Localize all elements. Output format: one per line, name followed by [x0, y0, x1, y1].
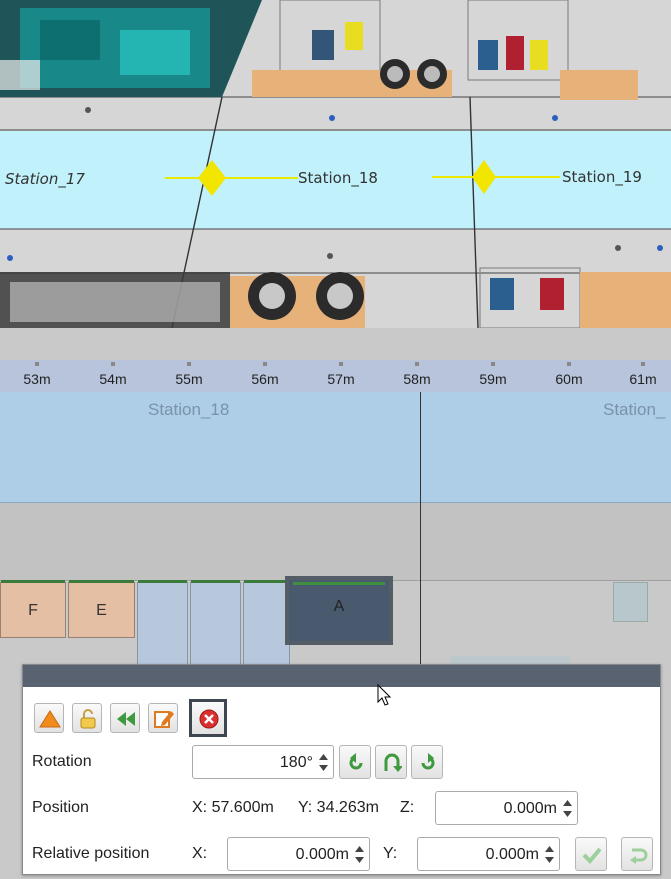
relative-x-input[interactable]: 0.000m	[227, 837, 370, 871]
station-label: Station_18	[148, 400, 230, 419]
position-guide-line	[420, 392, 421, 665]
station-area[interactable]: Station_18 Station_	[0, 392, 671, 503]
u-turn-icon	[384, 753, 402, 772]
relative-y-input[interactable]: 0.000m	[417, 837, 560, 871]
station-17-label: Station_17	[5, 170, 85, 188]
rotation-label: Rotation	[32, 753, 92, 770]
mouse-cursor-icon	[377, 684, 392, 706]
checkmark-icon	[582, 847, 602, 864]
lock-button[interactable]	[72, 703, 102, 733]
transform-dialog[interactable]: Rotation 180° Position X: 57.600m Y: 34.…	[22, 664, 661, 875]
distance-ruler: 53m 54m 55m 56m 57m 58m 59m 60m 61m	[0, 360, 671, 392]
apply-button[interactable]	[575, 837, 607, 871]
station-label: Station_	[603, 400, 666, 419]
unlock-icon	[80, 709, 96, 729]
slot-e[interactable]: E	[68, 580, 135, 638]
station-19-label: Station_19	[562, 168, 642, 186]
rewind-button[interactable]	[110, 703, 140, 733]
position-z-input[interactable]: 0.000m	[435, 791, 578, 825]
slot-a-selected[interactable]: A	[285, 576, 393, 645]
relative-x-label: X:	[192, 845, 208, 862]
spin-up-icon[interactable]	[355, 846, 364, 852]
position-z-label: Z:	[400, 799, 415, 816]
aisle-area	[0, 503, 671, 581]
floor-object	[613, 582, 648, 622]
slot-empty[interactable]	[137, 580, 188, 666]
undo-arrow-icon	[630, 848, 648, 864]
spin-down-icon[interactable]	[563, 811, 572, 817]
position-y-value: Y: 34.263m	[298, 799, 379, 816]
rotation-input[interactable]: 180°	[192, 745, 334, 779]
position-x-value: X: 57.600m	[192, 799, 274, 816]
spin-up-icon[interactable]	[563, 800, 572, 806]
undo-button[interactable]	[621, 837, 653, 871]
rotate-left-button[interactable]	[339, 745, 371, 779]
dialog-titlebar[interactable]	[23, 665, 660, 687]
spin-up-icon[interactable]	[545, 846, 554, 852]
edit-icon	[154, 711, 174, 728]
close-button[interactable]	[189, 699, 227, 737]
edit-button[interactable]	[148, 703, 178, 733]
spin-down-icon[interactable]	[545, 857, 554, 863]
floor-object	[450, 656, 570, 666]
3d-viewport[interactable]: Station_17 Station_18 Station_19	[0, 0, 671, 328]
relative-y-label: Y:	[383, 845, 398, 862]
rotate-left-icon	[349, 753, 363, 770]
slot-empty[interactable]	[190, 580, 241, 666]
spin-down-icon[interactable]	[319, 765, 328, 771]
station-18-label: Station_18	[298, 169, 378, 187]
relative-position-label: Relative position	[32, 845, 150, 862]
rotate-right-button[interactable]	[411, 745, 443, 779]
slot-f[interactable]: F	[0, 580, 66, 638]
rotate-180-button[interactable]	[375, 745, 407, 779]
position-label: Position	[32, 799, 89, 816]
warning-triangle-icon	[39, 710, 61, 728]
rewind-icon	[117, 712, 135, 726]
slot-empty[interactable]	[243, 580, 290, 666]
3d-scene	[0, 0, 671, 328]
close-icon	[199, 709, 219, 729]
rotate-right-icon	[421, 753, 435, 770]
spin-up-icon[interactable]	[319, 754, 328, 760]
warning-button[interactable]	[34, 703, 64, 733]
spin-down-icon[interactable]	[355, 857, 364, 863]
